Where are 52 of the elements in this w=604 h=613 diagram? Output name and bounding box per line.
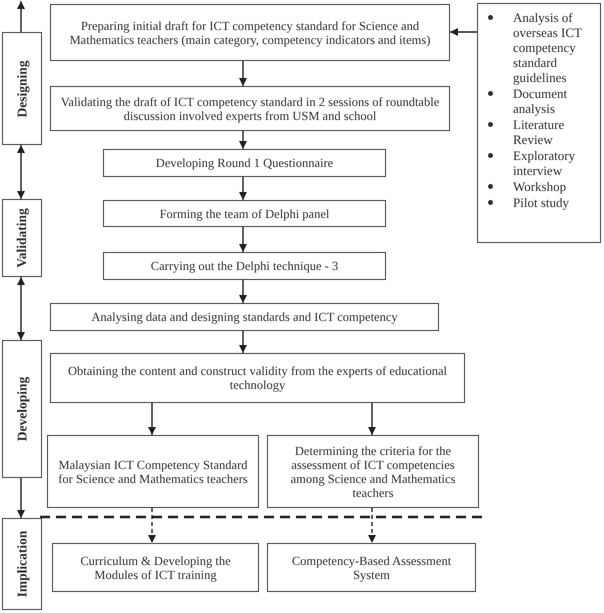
process-box	[50, 86, 450, 131]
arrow	[450, 28, 477, 36]
process-box	[47, 435, 259, 508]
process-box	[103, 252, 386, 280]
list-item: Analysis of overseas ICT competency standard guidelines	[513, 10, 583, 85]
stage-box	[2, 199, 42, 277]
process-box	[50, 303, 439, 331]
list-item: Workshop	[513, 179, 568, 194]
process-box	[267, 435, 479, 508]
process-box	[103, 200, 386, 227]
list-item: Document analysis	[513, 86, 568, 116]
stage-box	[2, 340, 42, 478]
arrow	[239, 227, 247, 252]
step-text: Curriculum & Developing the Modules of ICT training	[79, 554, 232, 582]
list-item: Pilot study	[513, 195, 570, 210]
arrow	[239, 131, 247, 149]
step-text: Analysing data and designing standards and ICT competency	[91, 310, 398, 324]
arrow	[148, 508, 156, 543]
process-box	[103, 149, 386, 177]
stage-label: Designing	[15, 60, 29, 117]
step-text: Forming the team of Delphi panel	[160, 206, 330, 220]
step-text: Determining the criteria for the assessment of ICT competencies among Science and Mathematics teachers	[290, 444, 456, 500]
arrow	[17, 478, 25, 518]
arrow	[368, 508, 376, 543]
arrow	[239, 61, 247, 86]
stage-label: Developing	[15, 376, 29, 442]
stage-label: Validating	[15, 208, 29, 268]
step-text: Malaysian ICT Competency Standard for Science and Mathematics teachers	[57, 458, 249, 486]
arrow	[17, 277, 25, 340]
step-text: Preparing initial draft for ICT competency standard for Science and Mathematics teachers (main category, competency indicators and items)	[68, 18, 432, 46]
process-box	[50, 4, 450, 61]
arrow	[17, 1, 25, 32]
method-list-box	[477, 3, 601, 243]
step-text: Competency-Based Assessment System	[290, 554, 452, 582]
step-text: Carrying out the Delphi technique - 3	[150, 259, 338, 273]
arrow	[17, 145, 25, 199]
process-box	[52, 543, 259, 592]
arrow	[368, 403, 376, 435]
step-text: Validating the draft of ICT competency standard in 2 sessions of roundtable discussion involved experts from USM and school	[60, 94, 440, 122]
stage-box	[2, 32, 42, 145]
process-box	[267, 543, 476, 592]
stage-label: Implication	[15, 530, 29, 598]
list-item: Exploratory interview	[513, 148, 576, 178]
step-text: Developing Round 1 Questionnaire	[156, 156, 334, 170]
stage-box	[2, 518, 42, 610]
step-text: Obtaining the content and construct validity from the experts of educational technology	[66, 364, 448, 392]
list-item: Literature Review	[513, 117, 566, 147]
arrow	[239, 280, 247, 303]
arrow	[239, 177, 247, 200]
process-box	[50, 353, 465, 403]
arrow	[148, 403, 156, 435]
arrow	[239, 331, 247, 353]
